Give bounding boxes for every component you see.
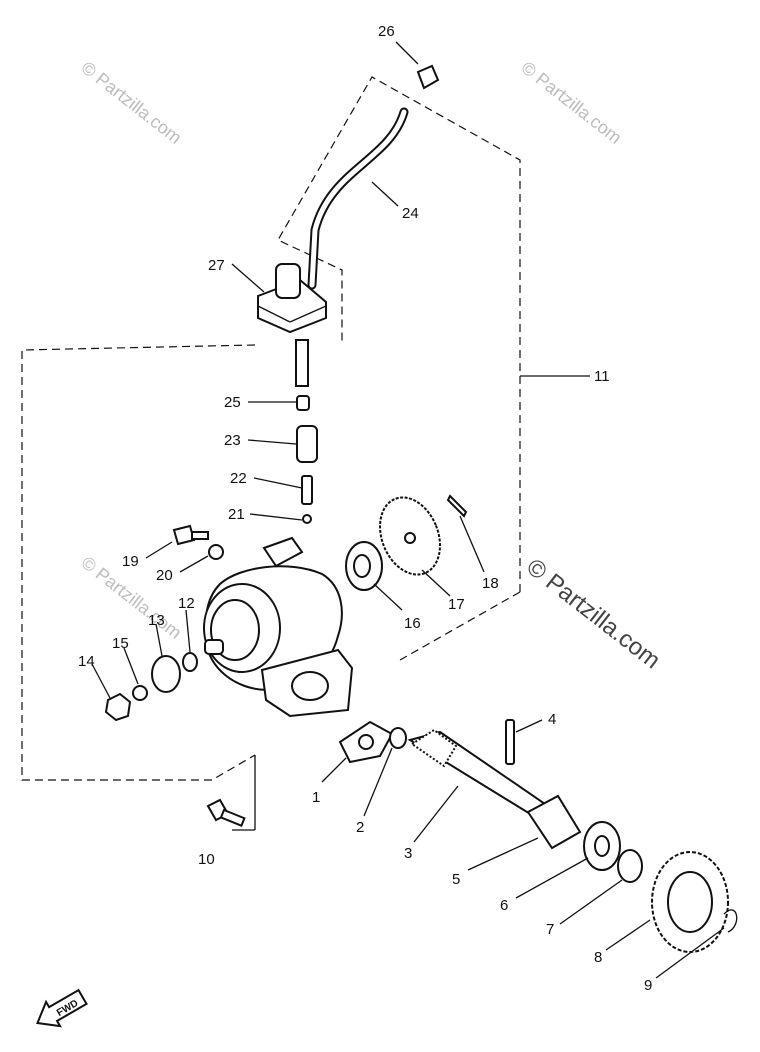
callout-10: 10 xyxy=(198,851,215,868)
washer-15 xyxy=(132,685,148,701)
parts xyxy=(104,64,738,953)
callout-20: 20 xyxy=(156,567,173,584)
washer-12 xyxy=(182,652,198,672)
bearing-6-inner xyxy=(594,835,610,857)
cotter-pin-18 xyxy=(446,494,468,518)
callout-4: 4 xyxy=(548,711,556,728)
watermark-top-left: © Partzilla.com xyxy=(78,57,186,147)
callout-22: 22 xyxy=(230,470,247,487)
callout-5: 5 xyxy=(452,871,460,888)
drive-gear-8-web xyxy=(667,871,713,933)
callout-2: 2 xyxy=(356,819,364,836)
callout-8: 8 xyxy=(594,949,602,966)
bearing-16-inner xyxy=(353,554,371,578)
gasket-1-hole xyxy=(358,734,374,750)
fwd-arrow: FWD xyxy=(36,988,88,1028)
callout-23: 23 xyxy=(224,432,241,449)
callout-25: 25 xyxy=(224,394,241,411)
hose-fitting-26 xyxy=(416,64,440,90)
callouts: 26 24 27 11 25 23 22 21 19 20 12 13 15 1… xyxy=(78,23,652,994)
callout-27: 27 xyxy=(208,257,225,274)
callout-12: 12 xyxy=(178,595,195,612)
washer-20 xyxy=(208,544,224,560)
callout-19: 19 xyxy=(122,553,139,570)
spring-22 xyxy=(301,475,313,505)
oil-hose-24-inner xyxy=(309,109,407,288)
callout-15: 15 xyxy=(112,635,129,652)
pump-outlet-nipple xyxy=(262,536,304,568)
gear-17-hub xyxy=(404,532,416,544)
circlip-9 xyxy=(723,909,738,933)
hose-guide-27-boss xyxy=(275,263,301,299)
shaft-worm-3 xyxy=(410,728,458,768)
callout-9: 9 xyxy=(644,977,652,994)
collar-5 xyxy=(526,794,582,850)
watermark-large: © Partzilla.com xyxy=(521,553,665,674)
callout-14: 14 xyxy=(78,653,95,670)
screw-19-shank xyxy=(191,531,209,540)
o-ring-2 xyxy=(389,727,407,749)
washer-7 xyxy=(617,849,643,883)
pipe-25 xyxy=(295,339,309,387)
nut-14 xyxy=(104,692,132,722)
callout-24: 24 xyxy=(402,205,419,222)
callout-11: 11 xyxy=(594,368,610,385)
bleed-bolt-23 xyxy=(296,425,318,463)
watermark-top-right: © Partzilla.com xyxy=(518,57,626,147)
assembly-boundary xyxy=(21,76,590,831)
callout-18: 18 xyxy=(482,575,499,592)
callout-17: 17 xyxy=(448,596,465,613)
fwd-arrow-shape xyxy=(36,988,88,1028)
pin-4 xyxy=(505,719,515,765)
callout-21: 21 xyxy=(228,506,245,523)
callout-13: 13 xyxy=(148,612,165,629)
collar-25 xyxy=(296,395,310,411)
plate-13 xyxy=(151,655,181,693)
callout-6: 6 xyxy=(500,897,508,914)
leader-lines xyxy=(91,41,725,979)
callout-16: 16 xyxy=(404,615,421,632)
callout-7: 7 xyxy=(546,921,554,938)
callout-3: 3 xyxy=(404,845,412,862)
pump-mounting-bore xyxy=(291,671,329,701)
callout-1: 1 xyxy=(312,789,320,806)
callout-26: 26 xyxy=(378,23,395,40)
pump-shaft-end xyxy=(204,639,224,655)
ball-21 xyxy=(302,514,312,524)
bolt-10-shank xyxy=(219,808,246,827)
